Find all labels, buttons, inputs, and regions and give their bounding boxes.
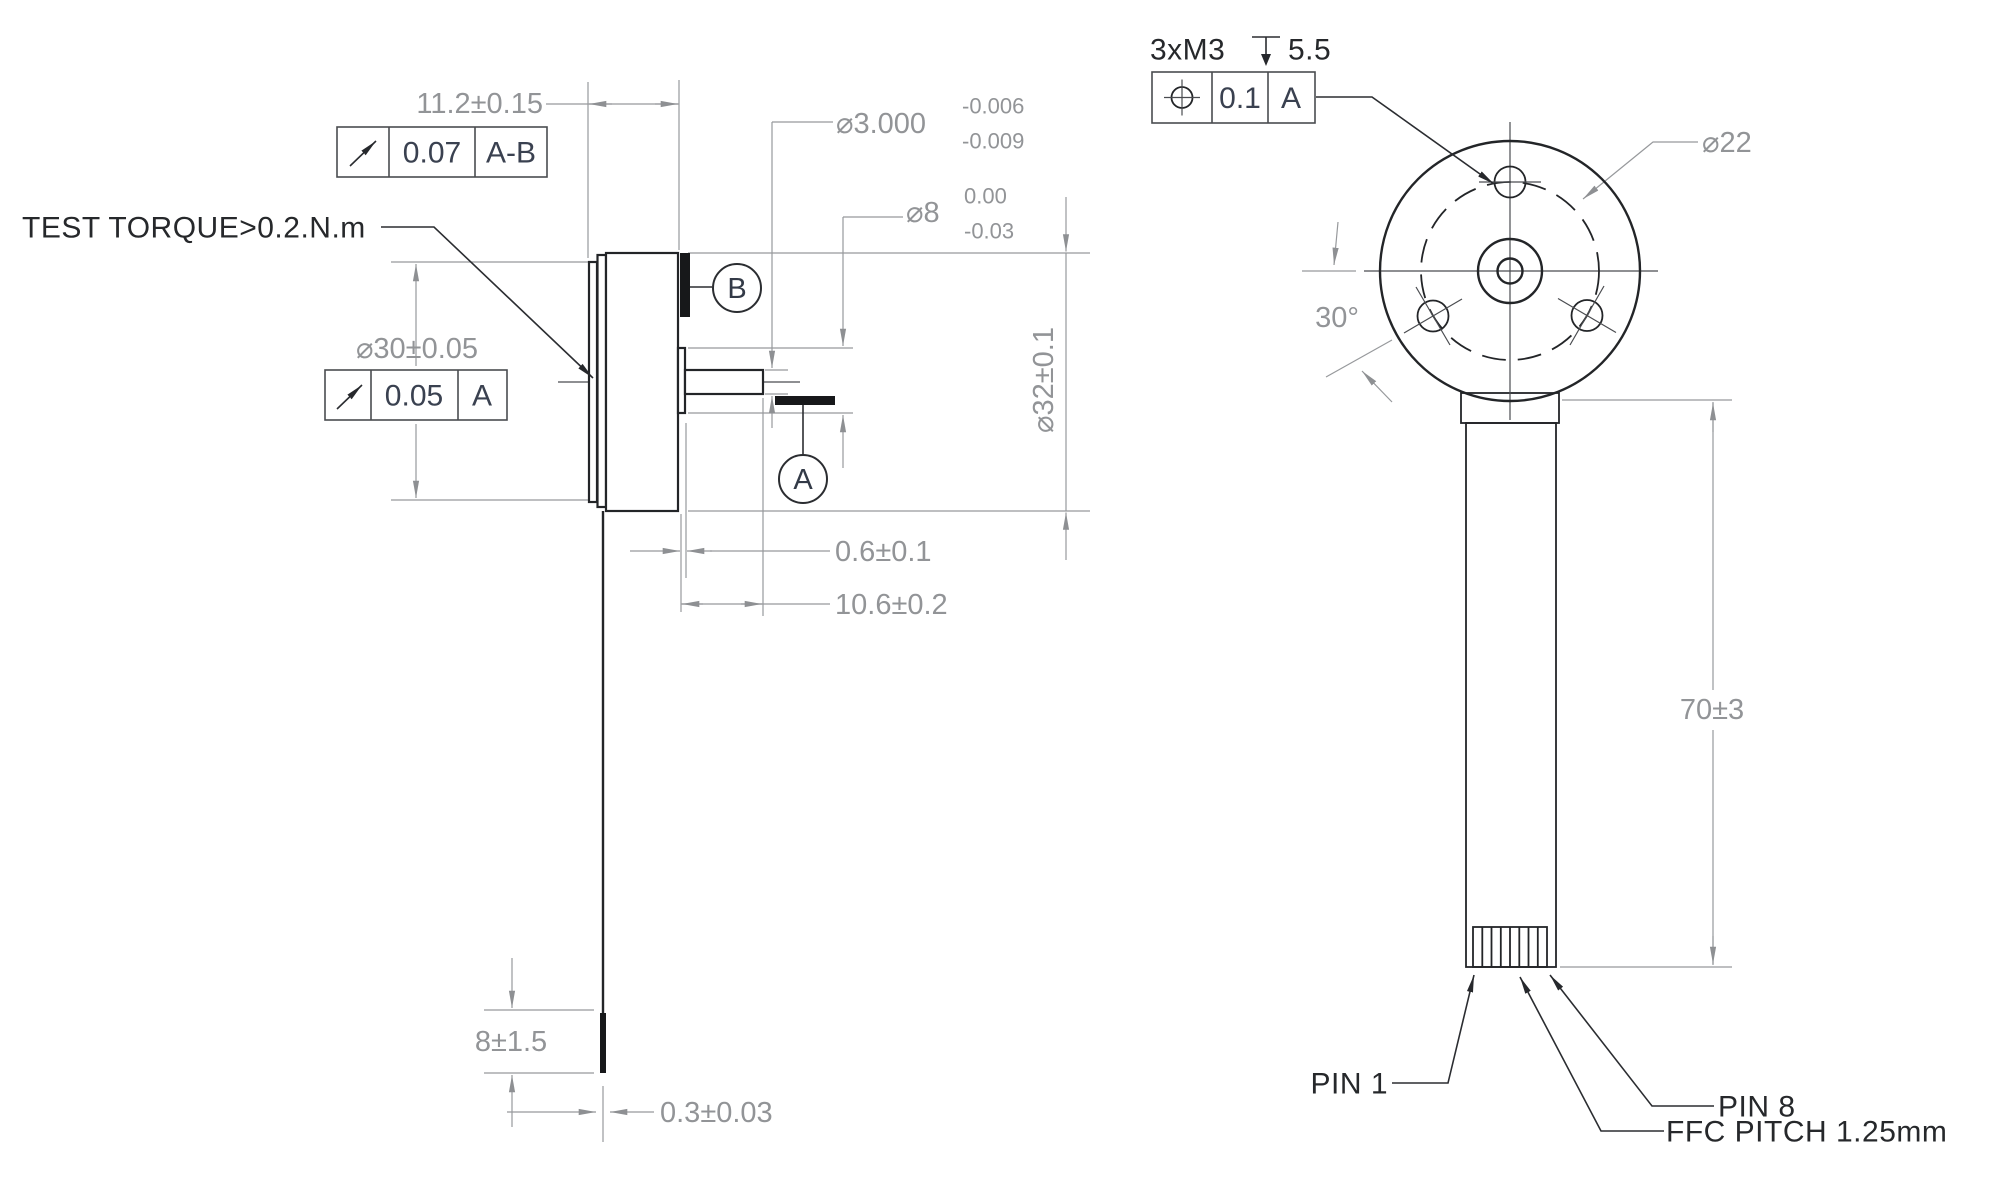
fcf-runout-a: 0.05 A (324, 369, 508, 421)
motor-side-geometry (558, 251, 835, 1073)
cable-ribbon (1465, 422, 1557, 968)
shaft-dia-lower-tol: -0.009 (962, 129, 1024, 154)
boss-dia-upper-tol: 0.00 (964, 184, 1007, 209)
motor-outer-circle (1378, 139, 1642, 403)
right-view-front: 3xM3 5.5 0.1 A ⌀22 30° (1150, 34, 1947, 1149)
bolt-circle-label: ⌀22 (1702, 127, 1752, 159)
fcf-position-datum: A (1281, 82, 1301, 115)
right-dimension-lines (1302, 141, 1732, 968)
motor-front-geometry (1364, 122, 1658, 420)
runout-icon (336, 384, 363, 410)
front-washer (587, 260, 599, 504)
thread-note: 3xM3 5.5 (1150, 34, 1331, 67)
datum-b-letter: B (727, 273, 746, 305)
position-icon (1164, 79, 1200, 116)
bolt-circle-leader (1582, 141, 1698, 200)
thread-note-depth: 5.5 (1288, 34, 1331, 67)
torque-note: TEST TORQUE>0.2.N.m (22, 212, 366, 245)
motor-shaft (683, 368, 765, 396)
fcf-position: 0.1 A (1151, 71, 1316, 124)
pin1-leader (1392, 974, 1475, 1084)
left-dimension-lines (391, 80, 1090, 1142)
boss-dia-lower-tol: -0.03 (964, 219, 1014, 244)
front-plate (596, 253, 608, 509)
datum-b-target (680, 253, 690, 317)
flange-dia-label: ⌀30±0.05 (356, 333, 478, 365)
ffc-stiffener (600, 1013, 606, 1073)
fcf-runout-a-value: 0.05 (385, 380, 443, 413)
depth-dim-label: 11.2±0.15 (416, 88, 543, 120)
ffc-thickness-label: 0.3±0.03 (660, 1097, 773, 1129)
pin8-label: PIN 8 (1718, 1091, 1796, 1124)
fcf-runout-ab: 0.07 A-B (336, 126, 548, 178)
ffc-pitch-leader (1519, 976, 1664, 1132)
cable-length-label: 70±3 (1680, 694, 1744, 726)
boss-circle (1476, 237, 1544, 305)
boss-dia-nominal: ⌀8 (906, 197, 940, 229)
datum-a-balloon: A (778, 454, 828, 504)
position-fcf-leader (1316, 96, 1495, 185)
fcf-runout-a-datum: A (472, 380, 492, 413)
shaft-dia-nominal: ⌀3.000 (836, 108, 926, 140)
runout-icon (349, 140, 377, 167)
left-view-side: B A 0.07 A-B 0.05 A TEST TORQUE>0.2.N.m … (22, 80, 1090, 1142)
datum-a-letter: A (793, 464, 813, 496)
stiffener-dim-label: 8±1.5 (475, 1026, 547, 1058)
body-dia-label: ⌀32±0.1 (1028, 327, 1060, 433)
fcf-runout-ab-datum: A-B (486, 137, 536, 170)
boss-offset-label: 0.6±0.1 (835, 536, 932, 568)
pin1-label: PIN 1 (1310, 1068, 1388, 1101)
mounting-hole-left (1403, 286, 1463, 346)
shaft-dia-callout: ⌀3.000 -0.006 -0.009 (836, 94, 1024, 154)
datum-b-balloon: B (712, 263, 762, 313)
torque-note-leader (381, 226, 594, 379)
thread-note-prefix: 3xM3 (1150, 34, 1225, 67)
shaft-length-label: 10.6±0.2 (835, 589, 948, 621)
depth-icon (1252, 36, 1280, 66)
ffc-connector (1472, 926, 1548, 968)
boss-dia-callout: ⌀8 0.00 -0.03 (906, 184, 1014, 244)
shaft-dia-upper-tol: -0.006 (962, 94, 1024, 119)
hole-angle-label: 30° (1315, 302, 1359, 334)
ffc-pitch-label: FFC PITCH 1.25mm (1666, 1116, 1947, 1149)
shaft-circle (1496, 257, 1524, 285)
mounting-hole-right (1557, 285, 1617, 346)
fcf-runout-ab-value: 0.07 (403, 137, 461, 170)
pin8-leader (1549, 974, 1714, 1107)
datum-a-target (775, 396, 835, 405)
cable-length-dim: 70±3 (1668, 690, 1756, 730)
motor-body (604, 251, 680, 513)
fcf-position-value: 0.1 (1219, 82, 1261, 115)
ffc-cable-front (1460, 392, 1560, 968)
